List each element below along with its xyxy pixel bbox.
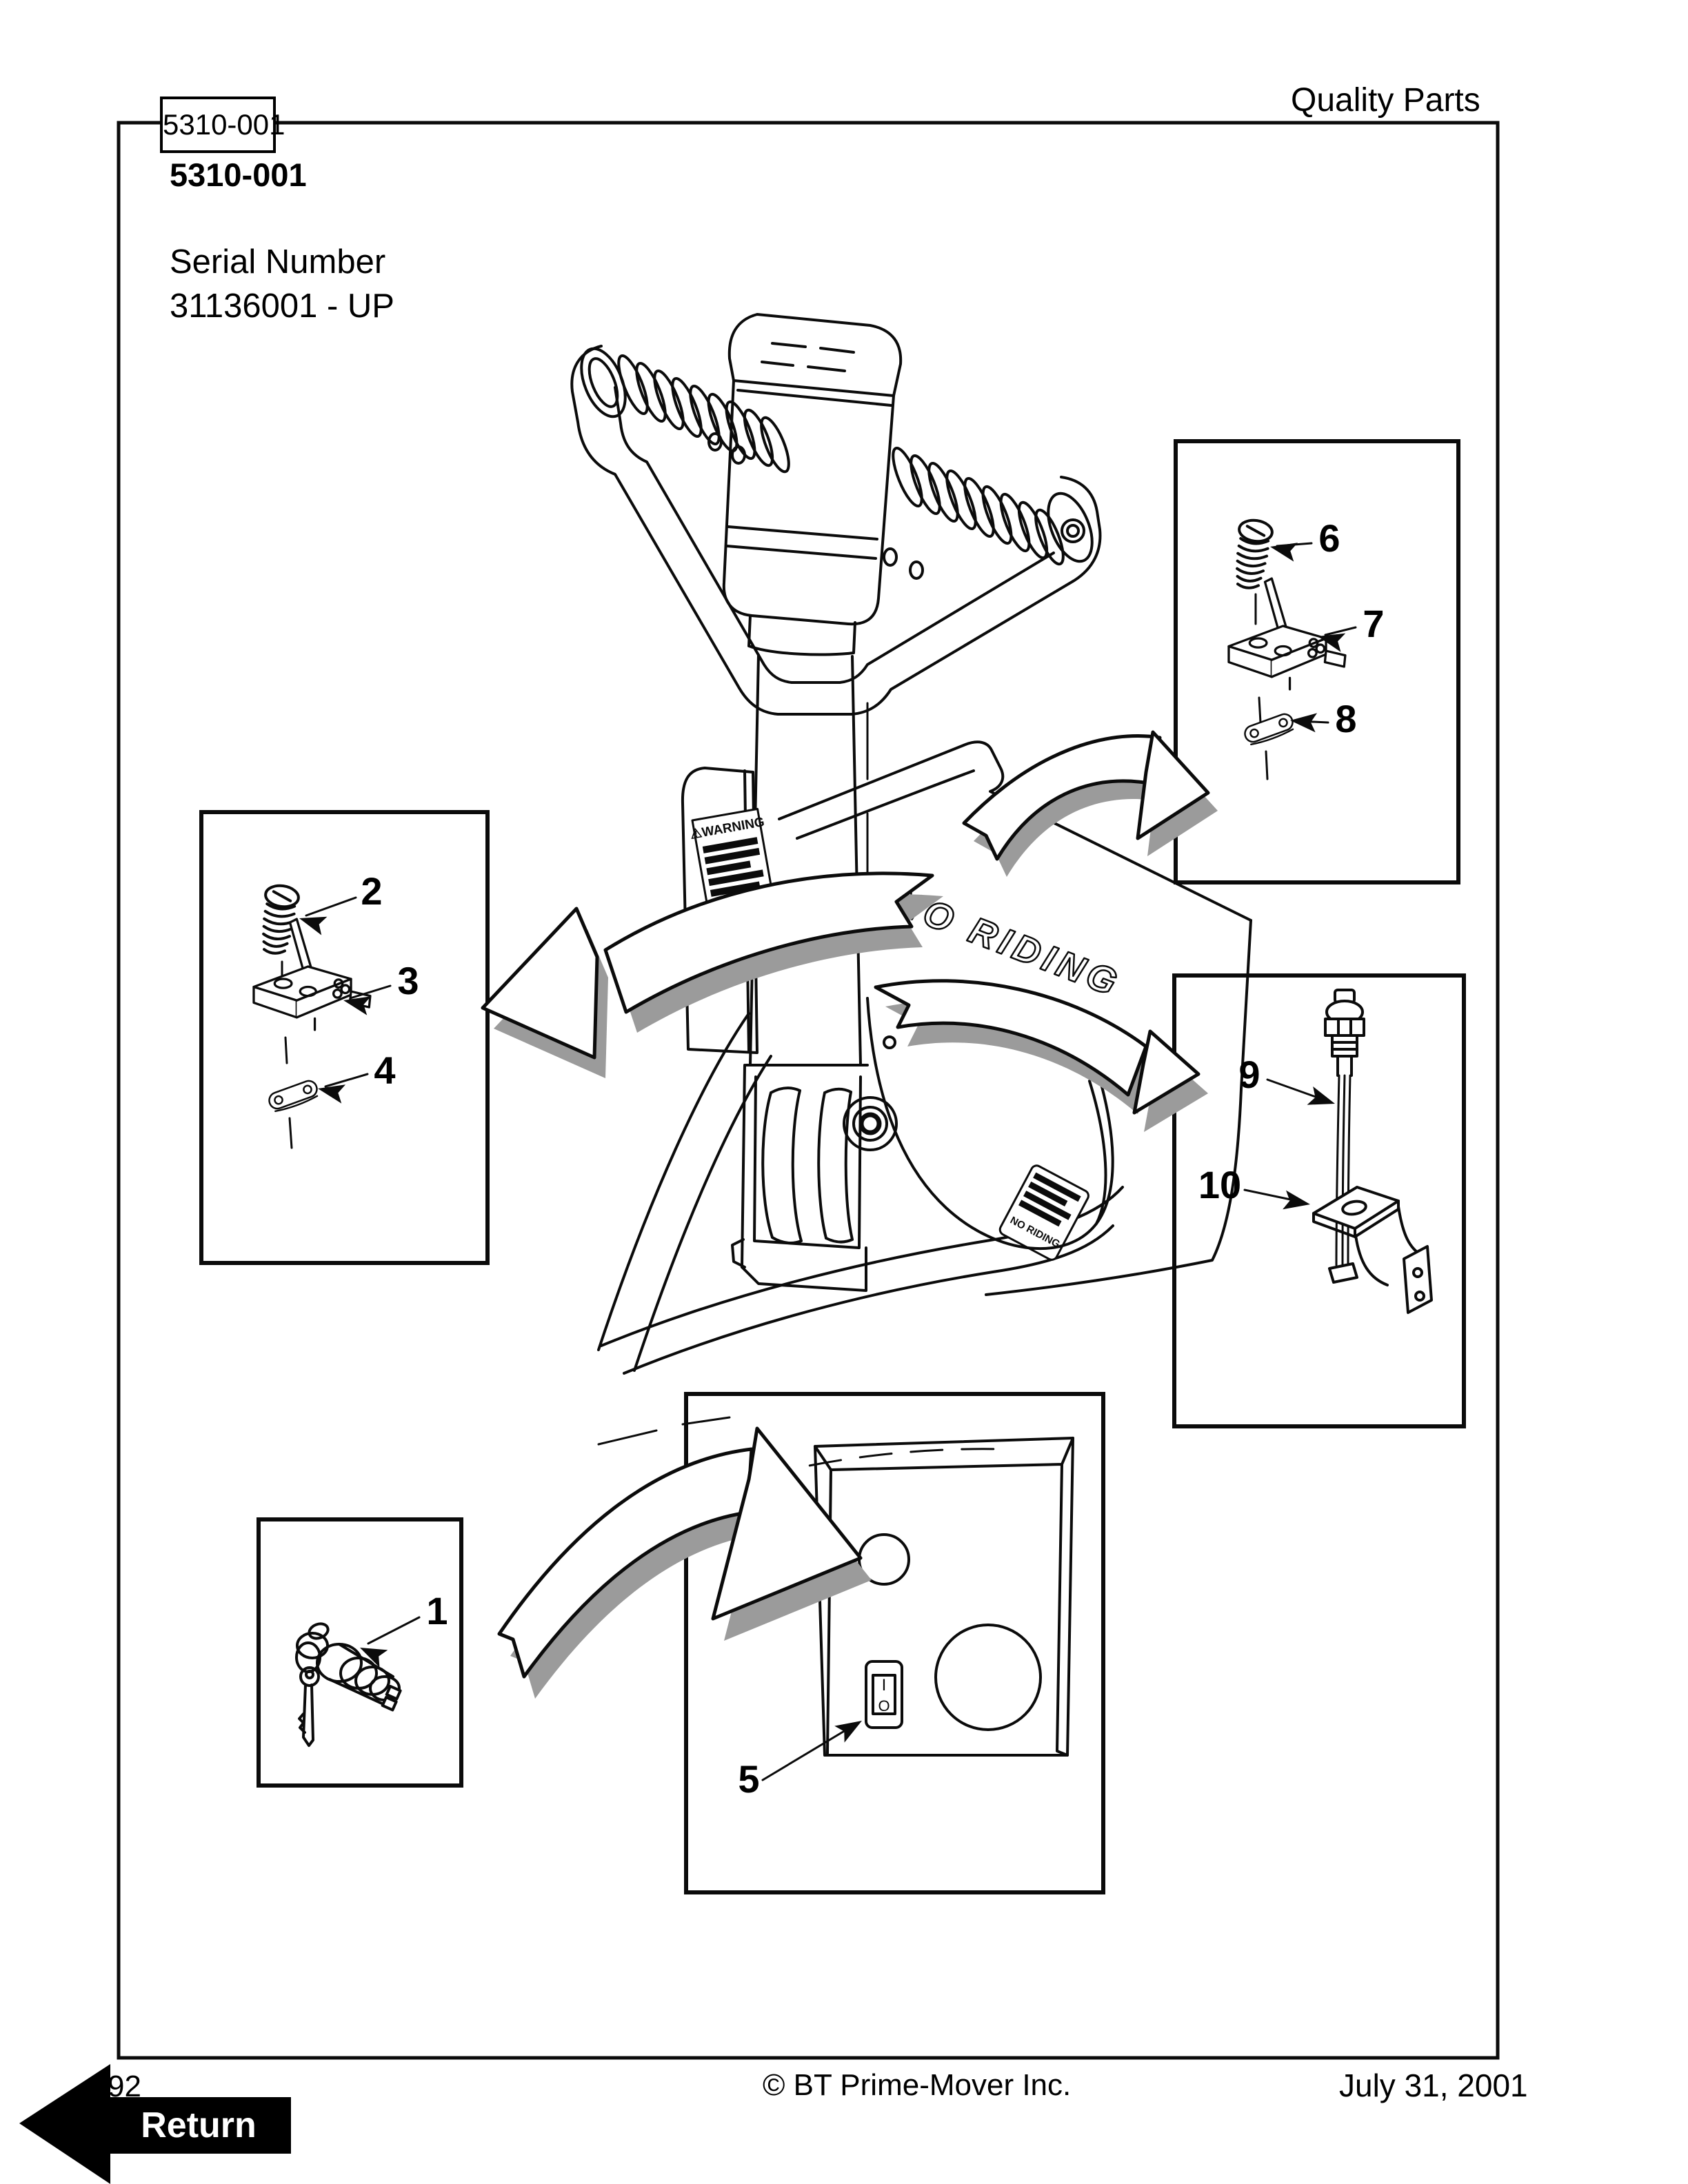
page-border — [117, 121, 1500, 2060]
rocker-switch: I O — [865, 1660, 903, 1729]
leader-line — [367, 1616, 421, 1645]
quality-parts-label: Quality Parts — [1291, 82, 1480, 119]
callout-1-label: 1 — [426, 1589, 448, 1632]
date-text: July 31, 2001 — [1339, 2067, 1528, 2103]
curved-arrow-icons — [481, 730, 1210, 1679]
sensor-cable-icon — [1324, 989, 1365, 1284]
callout-5-label: 5 — [738, 1757, 759, 1801]
side-decal: NO RIDING — [998, 1164, 1089, 1261]
leader-line — [761, 1725, 854, 1781]
detail-box-1 — [257, 1517, 463, 1788]
detail-parts-1: 1 — [295, 1589, 448, 1747]
left-grip — [580, 347, 790, 474]
callout-8-label: 8 — [1335, 697, 1356, 740]
handle-frame — [570, 345, 1102, 716]
serial-range: 31136001 - UP — [170, 287, 394, 325]
detail-parts-5: I O 5 — [738, 1437, 1074, 1801]
leader-line — [305, 896, 357, 917]
callout-3-label: 3 — [397, 959, 419, 1002]
control-head — [722, 313, 903, 656]
serial-number-label: Serial Number — [170, 243, 386, 281]
pivot-assembly — [731, 997, 1114, 1292]
detail-box-5 — [684, 1392, 1105, 1894]
curved-arrow-to-panel — [497, 1426, 863, 1679]
switch-on-mark: I — [882, 1676, 887, 1695]
curved-arrow-to-box-6-7-8 — [962, 730, 1210, 861]
detail-box-6-7-8 — [1174, 439, 1460, 884]
microswitch-icon — [252, 918, 372, 1031]
callout-2-label: 2 — [361, 869, 382, 913]
detail-parts-2-3-4: 2 3 4 — [252, 869, 419, 1149]
copyright-text: © BT Prime-Mover Inc. — [763, 2068, 1072, 2102]
bolt-hole — [883, 547, 898, 567]
right-grip — [892, 446, 1094, 566]
screw-icon — [1229, 516, 1275, 592]
detail-parts-6-7-8: 6 7 8 — [1227, 516, 1385, 780]
callout-6-label: 6 — [1318, 516, 1340, 560]
curved-arrow-to-box-2-3-4 — [481, 871, 934, 1060]
key-switch-icon — [295, 1622, 402, 1747]
bracket-icon — [1312, 1186, 1433, 1314]
leader-line — [324, 1073, 369, 1088]
switch-off-mark: O — [878, 1697, 890, 1715]
part-code-tab: 5310-001 — [160, 97, 285, 153]
leader-line — [1324, 626, 1357, 636]
return-arrow-icon[interactable] — [19, 2064, 291, 2184]
curved-arrow-to-box-9-10 — [874, 979, 1200, 1115]
bolt-hole — [707, 432, 723, 452]
detail-box-9-10 — [1172, 973, 1466, 1428]
bolt-hole — [909, 560, 924, 580]
callout-4-label: 4 — [374, 1049, 395, 1092]
chassis-body — [597, 740, 1252, 1478]
link-plate-icon — [1241, 711, 1297, 748]
callout-7-label: 7 — [1363, 602, 1384, 645]
link-plate-icon — [265, 1078, 321, 1115]
cover-panel — [814, 1437, 1074, 1757]
detail-box-2-3-4 — [199, 810, 490, 1265]
detail-parts-9-10: 9 10 — [1198, 989, 1433, 1314]
callout-9-label: 9 — [1238, 1053, 1260, 1096]
return-button[interactable]: Return — [19, 2064, 291, 2184]
callout-10-label: 10 — [1198, 1163, 1241, 1206]
bolt-hole — [731, 445, 746, 465]
leader-line — [349, 984, 392, 1000]
handle-frame-inner — [614, 386, 1055, 684]
section-code: 5310-001 — [170, 156, 307, 193]
return-label[interactable]: Return — [141, 2105, 257, 2145]
